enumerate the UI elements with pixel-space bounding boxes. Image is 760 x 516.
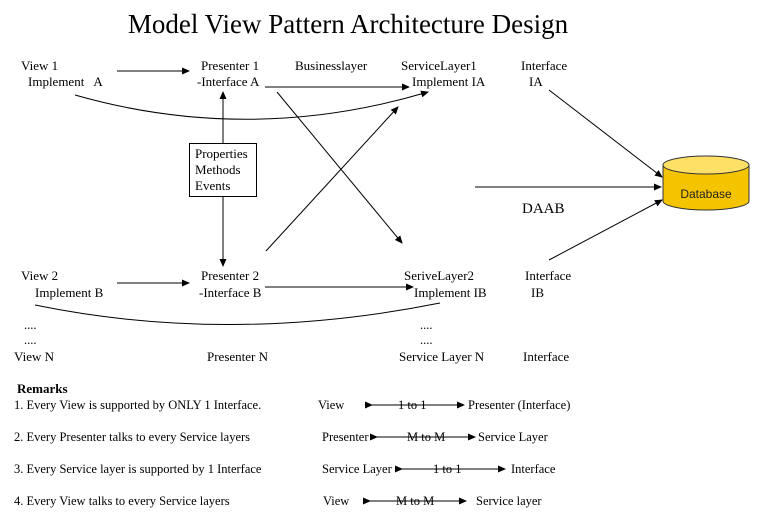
servicelayer1-implement: Implement IA	[412, 74, 486, 89]
remark1-relation: 1 to 1	[398, 398, 427, 412]
interface-ib-code: IB	[531, 285, 544, 300]
database-icon	[662, 155, 750, 211]
ellipsis-service-1: ....	[420, 318, 433, 332]
servicelayer1-label: ServiceLayer1	[401, 58, 477, 73]
ellipsis-view-2: ....	[24, 333, 37, 347]
presentern-label: Presenter N	[207, 349, 269, 364]
daab-label: DAAB	[522, 201, 565, 217]
pme-properties: Properties	[195, 146, 248, 161]
remark4-right: Service layer	[476, 494, 542, 508]
remark3-right: Interface	[511, 462, 556, 476]
businesslayer-label: Businesslayer	[295, 58, 368, 73]
remark4-left: View	[323, 494, 350, 508]
arrow-presenter2-service1	[265, 106, 399, 252]
presenter1-label: Presenter 1	[201, 58, 260, 73]
remark2-left: Presenter	[322, 430, 369, 444]
interface-ia-label: Interface	[521, 58, 568, 73]
remark1-right: Presenter (Interface)	[468, 398, 571, 412]
remark4-relation: M to M	[396, 494, 435, 508]
servicelayern-label: Service Layer N	[399, 349, 485, 364]
curve-view1-service1	[74, 90, 429, 120]
pme-methods: Methods	[195, 162, 241, 177]
remarks-heading: Remarks	[17, 381, 68, 396]
view1-implement: Implement A	[28, 74, 103, 89]
remark1-left: View	[318, 398, 345, 412]
viewn-label: View N	[14, 349, 55, 364]
presenter2-label: Presenter 2	[201, 268, 260, 283]
ellipsis-view-1: ....	[24, 318, 37, 332]
presenter2-interface: -Interface B	[199, 285, 262, 300]
remark2-relation: M to M	[407, 430, 446, 444]
remark1-text: 1. Every View is supported by ONLY 1 Int…	[14, 398, 262, 412]
remark3-relation: 1 to 1	[433, 462, 462, 476]
remark2-right: Service Layer	[478, 430, 548, 444]
presenter1-interface: -Interface A	[197, 74, 260, 89]
database-label: Database	[680, 187, 732, 201]
pme-events: Events	[195, 178, 231, 193]
servicelayer2-label: SeriveLayer2	[404, 268, 475, 283]
properties-methods-events-box: Properties Methods Events	[189, 143, 257, 197]
servicelayer2-implement: Implement IB	[414, 285, 487, 300]
interface-ib-label: Interface	[525, 268, 572, 283]
remark3-text: 3. Every Service layer is supported by 1…	[14, 462, 262, 476]
arrow-ia-database	[548, 89, 663, 178]
view2-implement: Implement B	[35, 285, 104, 300]
view2-label: View 2	[21, 268, 59, 283]
interface-ia-code: IA	[529, 74, 543, 89]
curve-view2-service2	[34, 302, 441, 326]
remark2-text: 2. Every Presenter talks to every Servic…	[14, 430, 251, 444]
arrow-presenter1-service2	[276, 91, 403, 244]
view1-label: View 1	[21, 58, 59, 73]
remark3-left: Service Layer	[322, 462, 392, 476]
remark4-text: 4. Every View talks to every Service lay…	[14, 494, 230, 508]
arrow-ib-database	[548, 199, 663, 261]
diagram-title: Model View Pattern Architecture Design	[127, 9, 569, 39]
ellipsis-service-2: ....	[420, 333, 433, 347]
interfacen-label: Interface	[523, 349, 570, 364]
